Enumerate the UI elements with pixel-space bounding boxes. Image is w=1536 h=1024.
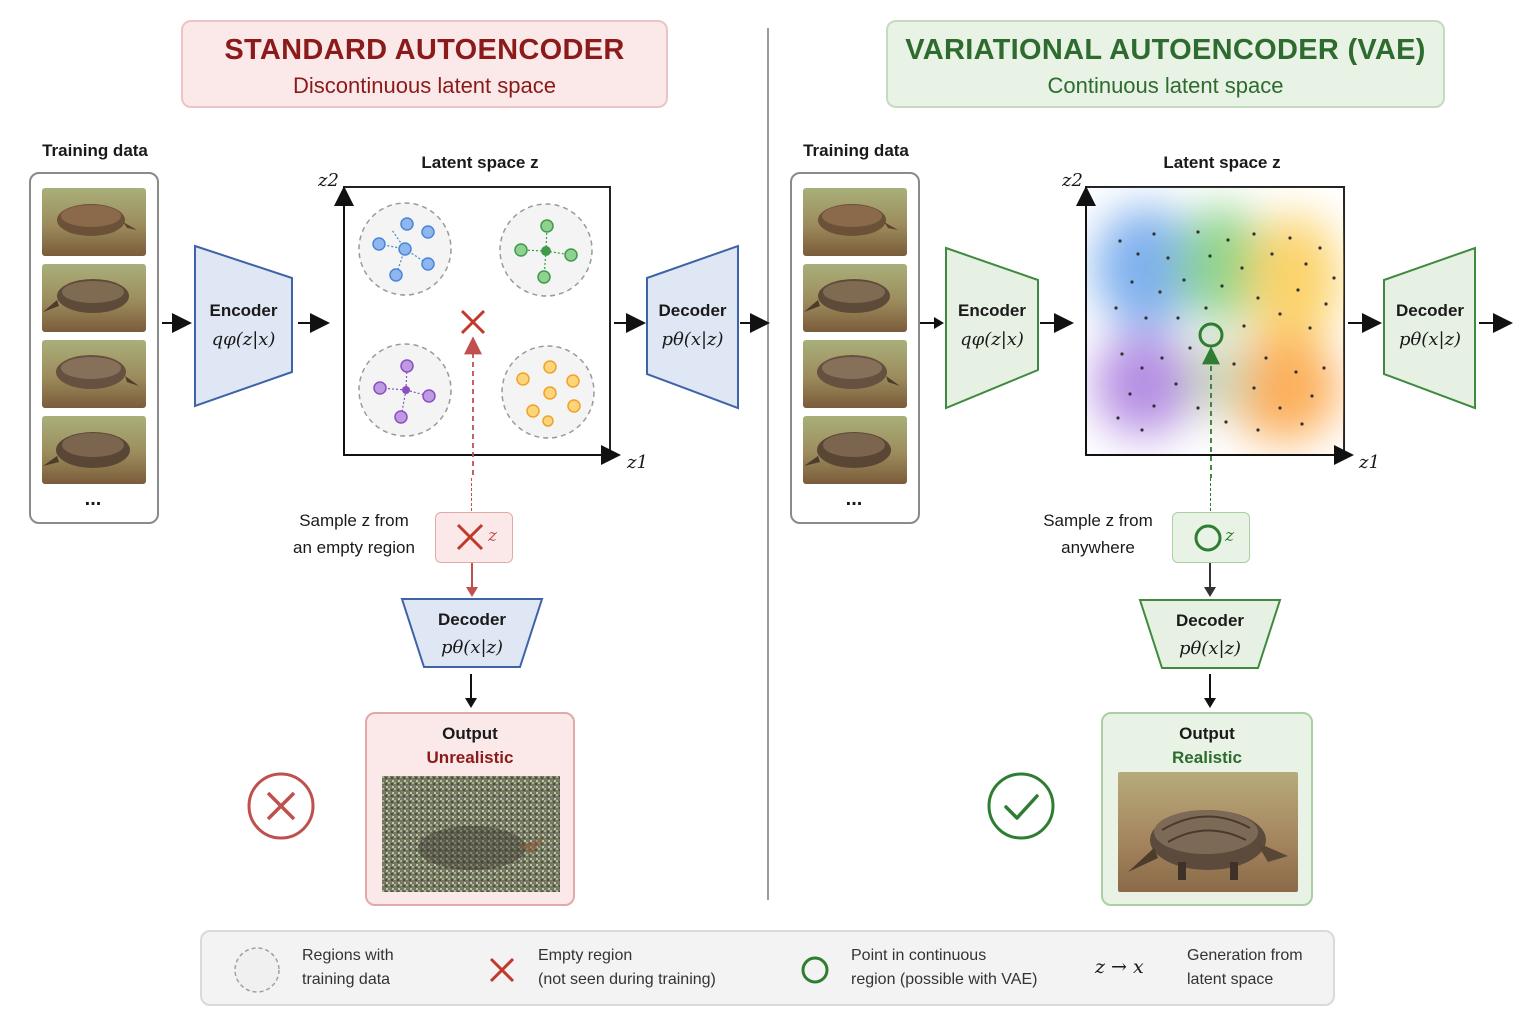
standard-decoder-block: [614, 244, 770, 410]
vae-training-data-label: Training data: [803, 141, 909, 160]
thumbnail-3: [42, 340, 146, 408]
vae-title: VARIATIONAL AUTOENCODER (VAE): [905, 34, 1426, 66]
cluster-blue: [358, 202, 452, 296]
standard-encoder-label: Encoder: [209, 301, 278, 320]
vae-output-box: Output Realistic: [1101, 712, 1313, 906]
vae-decoder2-block: [1138, 599, 1282, 669]
standard-dashed-arrow-tail: [471, 478, 472, 511]
thumbnail-1: [803, 188, 907, 256]
vae-output-status: Realistic: [1172, 748, 1242, 767]
standard-decoder2-label: Decoder: [437, 610, 507, 629]
standard-encoder-block: [162, 244, 330, 408]
arrow-down-icon: [1204, 674, 1216, 708]
training-data-ellipsis: ...: [84, 488, 102, 510]
vae-encoder-block: [945, 246, 1074, 410]
vae-decoder2-label: Decoder: [1175, 611, 1245, 630]
vae-axis-x-label: z1: [1359, 452, 1380, 473]
legend-item4-symbol: z → x: [1095, 956, 1144, 978]
arrow-right-icon: [920, 317, 944, 329]
legend-item2-line1: Empty region: [538, 947, 633, 964]
standard-sample-box: z: [435, 512, 513, 563]
continuous-density-field: [1094, 206, 1340, 442]
legend: Regions with training data Empty region …: [200, 930, 1335, 1006]
standard-sample-line1: Sample z from: [299, 511, 409, 530]
x-circle-icon: [247, 772, 315, 840]
standard-output-box: Output Unrealistic: [365, 712, 575, 906]
vae-training-data-panel: [790, 172, 920, 524]
standard-latent-title: Latent space z: [421, 153, 539, 172]
arrow-down-icon: [1204, 563, 1216, 597]
thumbnail-3: [803, 340, 907, 408]
standard-sample-symbol: z: [488, 526, 497, 546]
green-circle-icon: [801, 956, 829, 984]
pangolin-thumbnails: [803, 188, 907, 484]
standard-decoder-label: Decoder: [658, 301, 727, 320]
legend-item1-line2: training data: [302, 971, 391, 988]
pangolin-thumbnails: [42, 188, 146, 484]
standard-axis-x-label: z1: [627, 452, 648, 473]
standard-encoder-formula: qφ(z|x): [211, 329, 276, 350]
red-x-icon: [460, 309, 486, 335]
thumbnail-2: [42, 264, 146, 332]
standard-decoder2-formula: pθ(x|z): [440, 637, 504, 658]
vae-sample-line2: anywhere: [1061, 538, 1135, 557]
cluster-purple: [358, 343, 452, 437]
legend-item2-line2: (not seen during training): [538, 971, 716, 988]
standard-output-status: Unrealistic: [426, 748, 514, 767]
standard-axis-y-label: z2: [318, 170, 339, 191]
legend-item3-line1: Point in continuous: [851, 947, 987, 964]
vae-training-data-ellipsis: ...: [845, 488, 863, 510]
vae-decoder-formula: pθ(x|z): [1398, 329, 1462, 350]
legend-item3-line2: region (possible with VAE): [851, 971, 1038, 988]
vae-encoder-formula: qφ(z|x): [960, 329, 1024, 350]
vae-header: VARIATIONAL AUTOENCODER (VAE) Continuous…: [886, 20, 1445, 108]
vae-subtitle: Continuous latent space: [1047, 73, 1284, 98]
vae-sample-symbol: z: [1225, 526, 1234, 546]
standard-autoencoder-header: STANDARD AUTOENCODER Discontinuous laten…: [181, 20, 668, 108]
standard-title: STANDARD AUTOENCODER: [224, 34, 625, 66]
training-data-label: Training data: [42, 141, 148, 160]
vae-decoder2-formula: pθ(x|z): [1178, 638, 1242, 659]
vae-decoder-block: [1348, 246, 1513, 410]
vae-latent-space-plot: [1076, 186, 1354, 478]
arrow-down-icon: [466, 563, 478, 597]
vae-decoder-label: Decoder: [1395, 301, 1465, 320]
scatter-dots: [1114, 230, 1336, 432]
arrow-down-icon: [465, 674, 477, 708]
realistic-output-image: [1118, 772, 1298, 892]
red-x-icon: [489, 957, 515, 983]
vae-output-title: Output: [1179, 724, 1235, 743]
dashed-region-icon: [234, 947, 280, 993]
vae-latent-title: Latent space z: [1163, 153, 1281, 172]
thumbnail-4: [42, 416, 146, 484]
vae-dashed-arrow-tail: [1210, 478, 1211, 511]
training-data-panel: [29, 172, 159, 524]
green-circle-icon: [1194, 524, 1222, 552]
standard-latent-space-plot: [334, 186, 621, 478]
legend-item1-line1: Regions with: [302, 947, 394, 964]
vae-axis-y-label: z2: [1062, 170, 1083, 191]
red-x-icon: [456, 523, 484, 551]
thumbnail-2: [803, 264, 907, 332]
noisy-output-image: [382, 776, 560, 892]
cluster-orange: [501, 345, 595, 439]
thumbnail-4: [803, 416, 907, 484]
vae-sample-box: z: [1172, 512, 1250, 563]
standard-output-title: Output: [442, 724, 498, 743]
cluster-green: [499, 203, 593, 297]
vae-sample-line1: Sample z from: [1043, 511, 1153, 530]
legend-item4-line1: Generation from: [1187, 947, 1303, 964]
green-circle-icon: [1198, 322, 1224, 348]
standard-sample-line2: an empty region: [293, 538, 415, 557]
standard-decoder2-block: [400, 598, 544, 668]
legend-item4-line2: latent space: [1187, 971, 1274, 988]
center-divider: [767, 28, 769, 900]
vae-encoder-label: Encoder: [957, 301, 1027, 320]
standard-subtitle: Discontinuous latent space: [293, 73, 556, 98]
standard-decoder-formula: pθ(x|z): [661, 329, 724, 350]
thumbnail-1: [42, 188, 146, 256]
check-circle-icon: [987, 772, 1055, 840]
